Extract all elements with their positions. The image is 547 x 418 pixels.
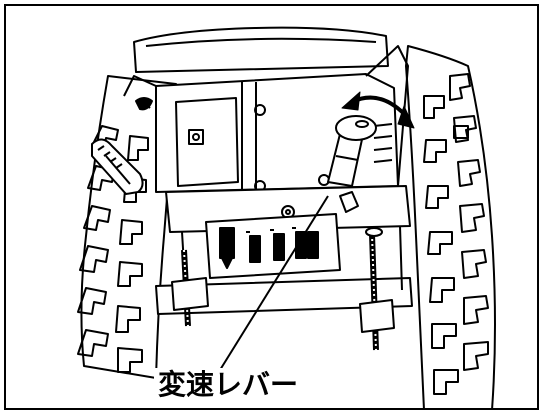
engine-body (123, 26, 409, 193)
shift-lever-icon (327, 115, 377, 213)
crawler-track-right-icon (405, 45, 496, 408)
power-tiller-illustration (77, 26, 496, 408)
figure-frame: 変速レバー (4, 4, 539, 410)
shift-lever-label: 変速レバー (154, 368, 303, 402)
gear-position-plate-icon (205, 213, 341, 279)
callout-leader-line (219, 195, 329, 371)
shift-direction-arrow-icon (341, 91, 415, 129)
grip-handle-left (91, 138, 144, 195)
adjuster-rods (171, 227, 395, 351)
